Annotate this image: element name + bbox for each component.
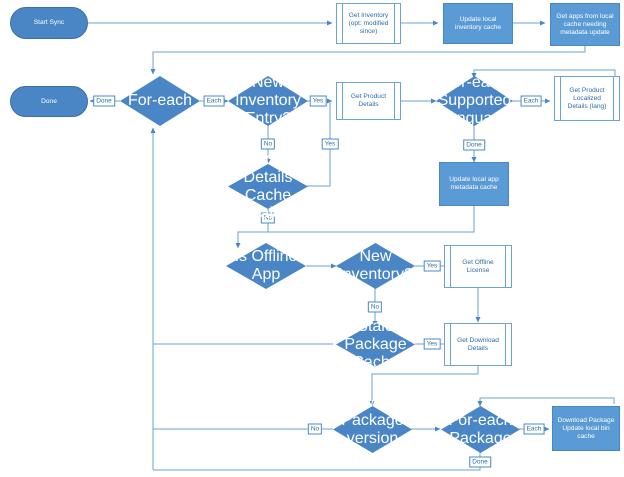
- node-start-sync[interactable]: Start Sync: [10, 7, 88, 39]
- edge-label-newinventory-no: No: [367, 301, 383, 313]
- node-label: For-each: [127, 92, 193, 109]
- edge-label-foreach-done: Done: [93, 95, 115, 107]
- edge-downloadpkg-loopback: [477, 397, 615, 407]
- edge-label-cachestale-yes: Yes: [321, 138, 339, 150]
- edge-label-pkg-done: Done: [469, 456, 491, 468]
- edge-cachestale-yes: [307, 101, 331, 187]
- node-is-offline-app[interactable]: Is Offline App: [226, 243, 306, 289]
- node-new-inventory-entry[interactable]: New Inventory Entry?: [228, 74, 308, 127]
- node-label: Is Offline App: [234, 248, 298, 283]
- edge-getlocalized-loopback: [471, 69, 616, 79]
- node-label: New Inventory?: [338, 248, 413, 283]
- node-label: Product Details Cache Stale?: [240, 150, 296, 222]
- node-label: Update local inventory cache: [454, 15, 502, 31]
- node-done[interactable]: Done: [10, 86, 88, 117]
- node-update-local-inventory-cache[interactable]: Update local inventory cache: [443, 3, 513, 44]
- node-label: Get Download Details: [457, 336, 499, 352]
- node-download-package-update-local-bin-cache[interactable]: Download Package Update local bin cache: [552, 406, 620, 451]
- node-update-local-app-metadata-cache[interactable]: Update local app metadata cache: [439, 162, 509, 206]
- node-get-inventory[interactable]: Get Inventory (opt: modified since): [336, 3, 401, 44]
- node-label: Done: [41, 97, 57, 105]
- node-label: Get Product Details: [350, 93, 387, 108]
- node-label: Get Offline License: [462, 258, 494, 274]
- edge-updateappmeta-down: [268, 205, 475, 233]
- node-for-each-supported-language[interactable]: For-each Supported Language: [436, 74, 513, 127]
- node-label: Get apps from local cache needing metada…: [556, 12, 614, 36]
- node-label: Get Inventory (opt: modified since): [348, 11, 389, 35]
- node-get-apps-from-local-cache[interactable]: Get apps from local cache needing metada…: [550, 3, 620, 46]
- node-stale-package-cache[interactable]: Stale Package Cache: [336, 318, 415, 371]
- node-get-offline-license[interactable]: Get Offline License: [444, 245, 512, 288]
- node-label: For-each Supported Language: [437, 74, 512, 127]
- node-for-each-package[interactable]: For-each Package: [441, 406, 520, 453]
- edge-label-lang-each: Each: [520, 95, 542, 107]
- node-label: New or Package version changed?: [337, 393, 408, 465]
- node-get-download-details[interactable]: Get Download Details: [444, 323, 512, 366]
- edge-label-newinventory-yes: Yes: [423, 260, 441, 272]
- edge-label-cachestale-no: No: [260, 212, 276, 224]
- edge-label-pkg-each: Each: [523, 423, 545, 435]
- node-label: Get Product Localized Details (lang): [567, 86, 607, 110]
- node-new-or-package-version-changed[interactable]: New or Package version changed?: [333, 394, 412, 465]
- node-label: New Inventory Entry?: [235, 74, 301, 127]
- node-get-product-localized-details[interactable]: Get Product Localized Details (lang): [554, 76, 620, 121]
- edge-getapps-to-foreach: [150, 46, 586, 75]
- node-for-each[interactable]: For-each: [120, 76, 200, 126]
- node-label: Stale Package Cache: [344, 317, 407, 371]
- edge-label-lang-done: Done: [463, 139, 485, 151]
- node-label: Start Sync: [33, 19, 65, 26]
- node-label: For-each Package: [448, 411, 513, 447]
- node-get-product-details[interactable]: Get Product Details: [336, 82, 401, 120]
- edge-label-stalepkg-yes: Yes: [423, 338, 441, 350]
- edge-label-newinv-yes: Yes: [309, 95, 327, 107]
- edge-label-foreach-each: Each: [203, 95, 225, 107]
- edge-label-pkgver-no: No: [307, 423, 323, 435]
- edge-foreachpkg-done: [153, 452, 481, 471]
- edge-label-newinv-no: No: [260, 138, 276, 150]
- node-product-details-cache-stale[interactable]: Product Details Cache Stale?: [228, 151, 308, 222]
- node-new-inventory[interactable]: New Inventory?: [336, 243, 415, 289]
- node-label: Update local app metadata cache: [449, 176, 499, 191]
- edge-getdldetails-to-pkgver: [369, 366, 479, 407]
- node-label: Download Package Update local bin cache: [557, 416, 615, 440]
